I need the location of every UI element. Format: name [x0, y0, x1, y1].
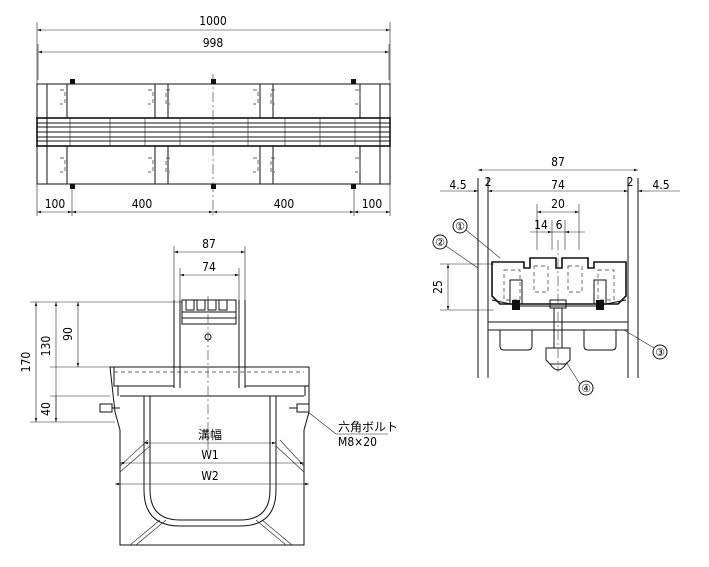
detail-gap-right: 2 [627, 175, 634, 189]
dim-bolt-spacing: 100 400 400 100 [37, 186, 390, 216]
detail-dim-25: 25 [431, 280, 445, 294]
detail-edge-left: 4.5 [449, 178, 466, 192]
section-view: 87 74 [19, 237, 398, 546]
section-height-dims: 170 130 90 40 [19, 301, 182, 423]
callout-2: ② [432, 234, 479, 269]
detail-dim-14: 14 [534, 218, 548, 232]
svg-text:②: ② [435, 236, 445, 249]
bolt-label-line2: M8×20 [338, 435, 377, 449]
detail-gap-left: 2 [485, 175, 492, 189]
dim-100-left: 100 [45, 197, 66, 211]
section-dim-74: 74 [202, 260, 216, 274]
section-dim-87: 87 [202, 237, 216, 251]
dim-inner-length: 998 [38, 36, 389, 54]
left-bolt-icon [99, 403, 113, 413]
plan-bolt-heads [70, 79, 356, 189]
dim-1000-label: 1000 [199, 14, 227, 28]
detail-edge-right: 4.5 [652, 178, 669, 192]
detail-dim-20: 20 [551, 197, 565, 211]
dim-998-label: 998 [203, 36, 224, 50]
dim-40-label: 40 [39, 402, 53, 416]
bolt-callout: 六角ボルト M8×20 [307, 411, 398, 449]
dim-90-label: 90 [61, 327, 75, 341]
callout-4: ④ [565, 361, 594, 396]
svg-text:①: ① [455, 220, 465, 233]
dim-170-label: 170 [19, 352, 33, 373]
w2-label: W2 [201, 469, 219, 483]
w1-label: W1 [201, 448, 219, 462]
detail-view: 87 74 2 2 4.5 4.5 20 14 6 25 [431, 155, 680, 396]
dim-130-label: 130 [39, 336, 53, 357]
detail-dim-6: 6 [556, 218, 563, 232]
section-trench-body [99, 366, 310, 546]
groove-width-label: 溝幅 [198, 427, 222, 442]
plan-frame [36, 83, 391, 185]
svg-text:④: ④ [581, 382, 591, 395]
detail-dim-74: 74 [551, 178, 565, 192]
callout-1: ① [452, 218, 501, 259]
dim-400-right: 400 [274, 197, 295, 211]
dim-400-left: 400 [132, 197, 153, 211]
right-bolt-icon [296, 403, 310, 413]
svg-text:③: ③ [655, 346, 665, 359]
callout-3: ③ [623, 329, 668, 360]
section-grating [173, 296, 246, 450]
dim-overall-length: 1000 [37, 14, 390, 32]
detail-dim-87: 87 [551, 155, 565, 169]
section-width-dims: 溝幅 W1 W2 [115, 427, 309, 486]
plan-view: 1000 998 [36, 14, 391, 218]
bolt-label-line1: 六角ボルト [338, 420, 398, 434]
detail-grating [487, 240, 629, 372]
dim-100-right: 100 [362, 197, 383, 211]
